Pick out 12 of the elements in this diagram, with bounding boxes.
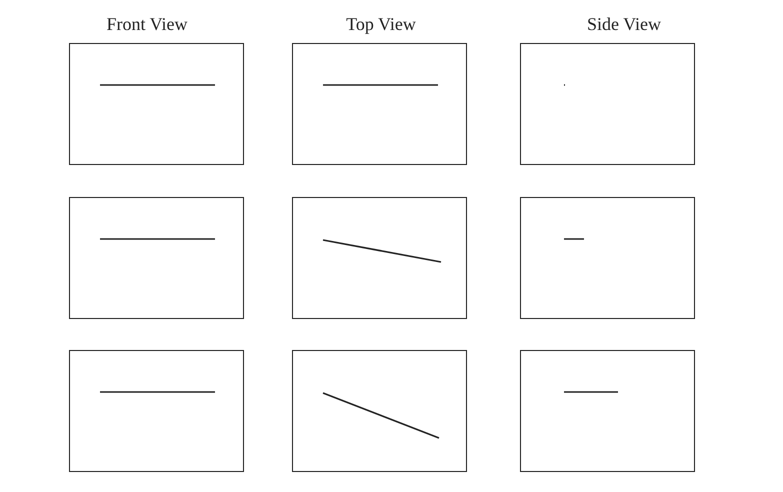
view-frame [69, 43, 244, 165]
view-frame [520, 350, 695, 472]
view-heading: Front View [106, 14, 188, 35]
view-heading: Side View [586, 14, 662, 35]
view-frame [520, 43, 695, 165]
view-frame [69, 197, 244, 319]
view-heading: Top View [346, 14, 416, 35]
view-frame [520, 197, 695, 319]
view-frame [292, 43, 467, 165]
view-frame [292, 197, 467, 319]
view-frame [292, 350, 467, 472]
view-frame [69, 350, 244, 472]
